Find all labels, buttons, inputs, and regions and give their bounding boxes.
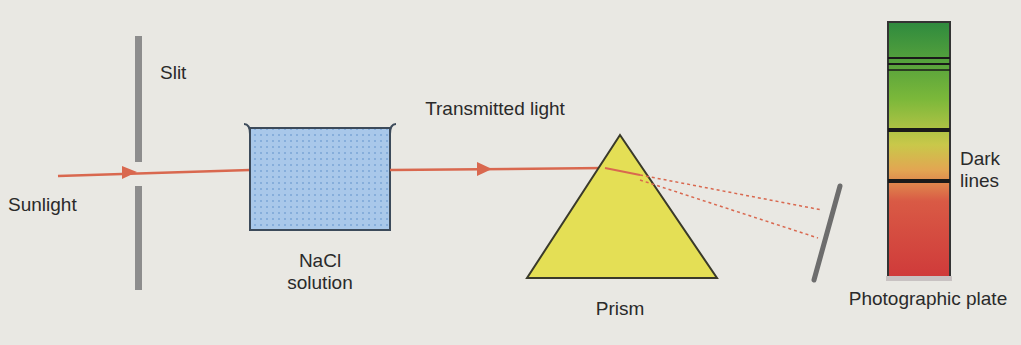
dispersed-beam — [640, 175, 822, 210]
light-beam — [390, 168, 605, 170]
source-label: Sunlight — [8, 194, 98, 216]
arrow-head — [477, 162, 492, 176]
tank-rim — [244, 124, 396, 134]
annotation-label: Dark lines — [960, 148, 1018, 192]
light-beam — [58, 170, 250, 176]
light-beam — [605, 168, 640, 175]
component-label: Slit — [160, 62, 210, 84]
arrow-head — [122, 166, 137, 179]
mirror — [814, 186, 840, 280]
dispersed-beam — [640, 180, 818, 238]
photographic-plate — [888, 22, 950, 278]
prism — [527, 135, 717, 278]
plate-base — [886, 276, 952, 281]
slit-plate — [135, 36, 142, 162]
component-label: Prism — [570, 298, 670, 320]
component-label: Photographic plate — [840, 288, 1016, 310]
component-label: NaCl solution — [270, 250, 370, 294]
solution-tank — [250, 128, 390, 230]
slit-plate — [135, 186, 142, 290]
beam-label: Transmitted light — [420, 98, 570, 120]
absorption-lines — [888, 58, 950, 181]
